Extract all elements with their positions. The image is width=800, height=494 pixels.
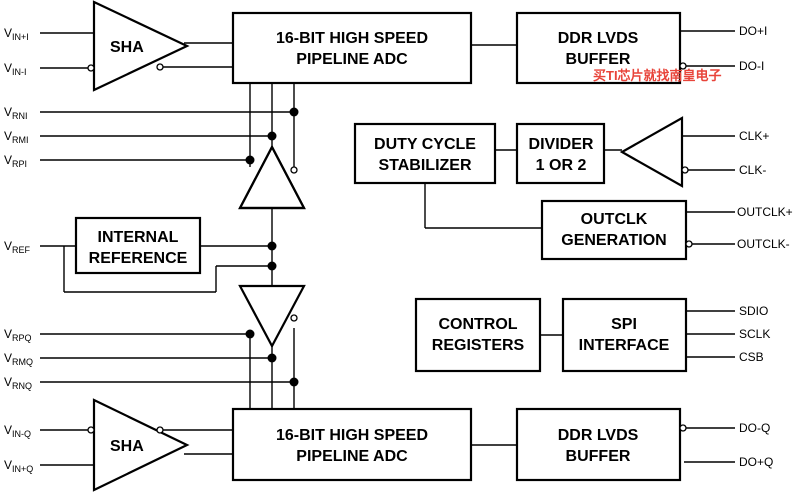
inversion-bubble <box>87 64 95 72</box>
inversion-bubble <box>156 63 164 71</box>
junction-dot <box>267 241 277 251</box>
pin-do-minus-q: DO-Q <box>739 421 770 435</box>
clock-input-buffer <box>619 116 684 188</box>
right-pin-labels: DO+I DO-I CLK+ CLK- OUTCLK+ OUTCLK- SDIO… <box>737 24 793 469</box>
left-pin-labels: VIN+I VIN-I VRNI VRMI VRPI VREF VRPQ VRM… <box>4 26 33 474</box>
duty-cycle-block <box>353 122 497 185</box>
internal-ref-block <box>74 216 202 275</box>
junction-dots <box>245 107 299 387</box>
pin-sclk: SCLK <box>739 327 770 341</box>
lvds-q-block <box>515 407 682 482</box>
adc-i-label-2: PIPELINE ADC <box>296 51 408 68</box>
wires <box>40 30 735 466</box>
internal-ref-label-2: REFERENCE <box>89 250 188 267</box>
watermark-text: 买TI芯片就找南皇电子 <box>593 68 722 83</box>
lvds-q-label-2: BUFFER <box>566 448 631 465</box>
ref-buffer-i-fill <box>238 144 306 210</box>
pin-clk-plus: CLK+ <box>739 129 769 143</box>
control-registers-label-1: CONTROL <box>438 316 517 333</box>
pin-do-minus-i: DO-I <box>739 59 764 73</box>
pin-do-plus-q: DO+Q <box>739 455 773 469</box>
inversion-bubble <box>290 166 298 174</box>
ref-buffer-q <box>238 284 306 349</box>
spi-interface-block <box>561 297 688 373</box>
inversion-bubble <box>87 426 95 434</box>
junction-dot <box>289 107 299 117</box>
pin-vin-minus-i: VIN-I <box>4 61 27 77</box>
spi-label-2: INTERFACE <box>579 337 670 354</box>
control-registers-block <box>414 297 542 373</box>
pin-vrmq: VRMQ <box>4 351 33 367</box>
lvds-i-label-2: BUFFER <box>566 51 631 68</box>
sha-i-label: SHA <box>110 39 144 56</box>
outclk-gen-label-2: GENERATION <box>561 232 666 249</box>
sha-q-label: SHA <box>110 438 144 455</box>
adc-q-block <box>231 407 473 482</box>
pin-vin-plus-q: VIN+Q <box>4 458 33 474</box>
inversion-bubble <box>679 62 687 70</box>
sha-i-amplifier <box>92 0 190 92</box>
control-registers-label-2: REGISTERS <box>432 337 525 354</box>
junction-dot <box>245 155 255 165</box>
inversion-bubble <box>681 166 689 174</box>
lvds-i-block <box>515 11 682 85</box>
internal-ref-label-1: INTERNAL <box>98 229 179 246</box>
pin-csb: CSB <box>739 350 764 364</box>
spi-label-1: SPI <box>611 316 637 333</box>
junction-dot <box>245 329 255 339</box>
junction-dot <box>267 131 277 141</box>
pin-outclk-plus: OUTCLK+ <box>737 205 793 219</box>
pin-vrnq: VRNQ <box>4 375 32 391</box>
divider-label-1: DIVIDER <box>529 136 594 153</box>
inversion-bubble <box>679 424 687 432</box>
inversion-bubble <box>290 314 298 322</box>
pin-sdio: SDIO <box>739 304 768 318</box>
pin-vrmi: VRMI <box>4 129 29 145</box>
junction-dot <box>267 261 277 271</box>
adc-i-label-1: 16-BIT HIGH SPEED <box>276 30 428 47</box>
inversion-bubble <box>685 240 693 248</box>
divider-label-2: 1 OR 2 <box>536 157 587 174</box>
outclk-gen-label-1: OUTCLK <box>581 211 648 228</box>
adc-q-label-1: 16-BIT HIGH SPEED <box>276 427 428 444</box>
lvds-i-label-1: DDR LVDS <box>558 30 639 47</box>
lvds-q-label-1: DDR LVDS <box>558 427 639 444</box>
pin-clk-minus: CLK- <box>739 163 766 177</box>
pin-vref: VREF <box>4 239 31 255</box>
divider-block <box>515 122 606 185</box>
sha-q-amplifier <box>92 398 190 492</box>
pin-outclk-minus: OUTCLK- <box>737 237 790 251</box>
inversion-bubble <box>156 426 164 434</box>
duty-cycle-label-1: DUTY CYCLE <box>374 136 476 153</box>
pin-vrpi: VRPI <box>4 153 27 169</box>
pin-vrni: VRNI <box>4 105 28 121</box>
adc-q-label-2: PIPELINE ADC <box>296 448 408 465</box>
junction-dot <box>289 377 299 387</box>
pin-vin-minus-q: VIN-Q <box>4 423 31 439</box>
pin-do-plus-i: DO+I <box>739 24 767 38</box>
pin-vin-plus-i: VIN+I <box>4 26 29 42</box>
pin-vrpq: VRPQ <box>4 327 32 343</box>
adc-i-block <box>231 11 473 85</box>
inversion-bubbles <box>87 62 693 434</box>
junction-dot <box>267 353 277 363</box>
duty-cycle-label-2: STABILIZER <box>378 157 471 174</box>
outclk-gen-block <box>540 199 688 261</box>
